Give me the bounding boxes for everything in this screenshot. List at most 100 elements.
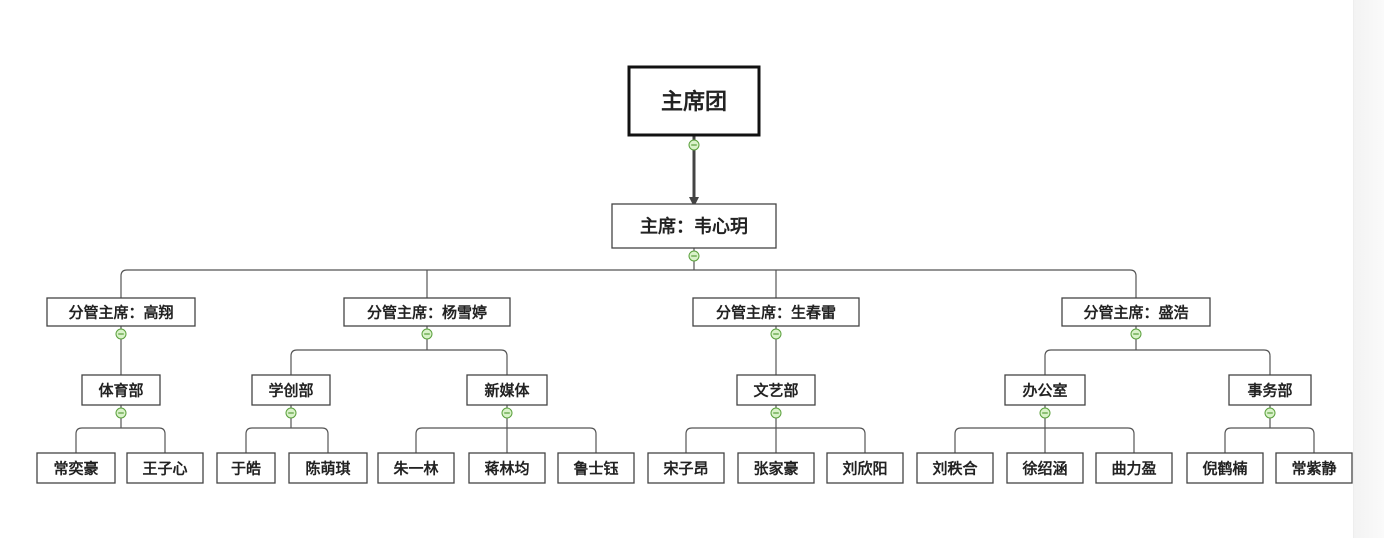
group-node-2[interactable]: 分管主席：生春雷 — [692, 297, 860, 327]
member-node-box — [1275, 452, 1353, 484]
dept-node-3-1[interactable]: 事务部 — [1228, 374, 1312, 406]
member-node[interactable]: 刘欣阳 — [826, 452, 904, 484]
dept-node-1-1[interactable]: 新媒体 — [466, 374, 548, 406]
dept-collapse-toggle-2-0[interactable] — [770, 407, 782, 419]
dept-node-0-0-box — [81, 374, 161, 406]
collapse-toggle-layer — [115, 139, 1276, 419]
member-node-label: 刘欣阳 — [842, 459, 887, 477]
member-node[interactable]: 徐绍涵 — [1006, 452, 1084, 484]
member-node-label: 倪鹤楠 — [1202, 459, 1247, 477]
group-collapse-toggle-2[interactable] — [770, 328, 782, 340]
dept-node-3-1-box — [1228, 374, 1312, 406]
dept-node-3-0[interactable]: 办公室 — [1004, 374, 1086, 406]
dept-collapse-toggle-1-1[interactable] — [501, 407, 513, 419]
member-node-box — [126, 452, 204, 484]
chair-collapse-toggle[interactable] — [688, 250, 700, 262]
group-collapse-toggle-0[interactable] — [115, 328, 127, 340]
root-collapse-toggle[interactable] — [688, 139, 700, 151]
dept-node-3-1-label: 事务部 — [1247, 381, 1292, 399]
member-node-box — [916, 452, 994, 484]
member-node[interactable]: 刘秩合 — [916, 452, 994, 484]
chair-node-label: 主席：韦心玥 — [640, 215, 748, 237]
dept-1-1-to-member-lines — [415, 427, 597, 453]
dept-node-2-0[interactable]: 文艺部 — [736, 374, 816, 406]
group-node-2-label: 分管主席：生春雷 — [716, 303, 836, 321]
member-node[interactable]: 王子心 — [126, 452, 204, 484]
chair-to-groups-bracket — [120, 269, 1137, 298]
member-node-label: 蒋林均 — [484, 459, 529, 477]
root-node-box — [627, 65, 761, 137]
group-3-to-dept-lines — [1044, 349, 1271, 375]
member-node[interactable]: 常紫静 — [1275, 452, 1353, 484]
member-node[interactable]: 于皓 — [216, 452, 276, 484]
group-node-1[interactable]: 分管主席：杨雪婷 — [343, 297, 511, 327]
group-node-2-box — [692, 297, 860, 327]
member-node-box — [647, 452, 725, 484]
member-node-label: 常奕豪 — [53, 459, 98, 477]
member-node-box — [468, 452, 546, 484]
member-node[interactable]: 常奕豪 — [36, 452, 116, 484]
member-node[interactable]: 朱一林 — [377, 452, 455, 484]
group-node-1-label: 分管主席：杨雪婷 — [367, 303, 487, 321]
dept-3-1-to-member-lines — [1224, 427, 1315, 453]
member-node-box — [1095, 452, 1173, 484]
member-node[interactable]: 张家豪 — [737, 452, 815, 484]
dept-node-3-0-box — [1004, 374, 1086, 406]
group-node-1-box — [343, 297, 511, 327]
member-node-box — [36, 452, 116, 484]
group-node-0[interactable]: 分管主席：高翔 — [46, 297, 196, 327]
group-node-0-box — [46, 297, 196, 327]
dept-node-3-0-label: 办公室 — [1022, 381, 1067, 399]
dept-node-1-0-box — [251, 374, 331, 406]
dept-node-1-1-label: 新媒体 — [484, 381, 530, 399]
member-node[interactable]: 倪鹤楠 — [1186, 452, 1264, 484]
member-node-box — [826, 452, 904, 484]
group-node-3-box — [1061, 297, 1211, 327]
member-node-box — [377, 452, 455, 484]
dept-node-2-0-box — [736, 374, 816, 406]
member-node[interactable]: 鲁士钰 — [557, 452, 635, 484]
group-node-0-label: 分管主席：高翔 — [68, 303, 173, 321]
member-node-box — [1006, 452, 1084, 484]
group-1-to-dept-lines — [290, 349, 508, 375]
root-node[interactable]: 主席团 — [627, 65, 761, 137]
member-node-label: 曲力盈 — [1111, 459, 1156, 477]
member-node-label: 朱一林 — [393, 459, 439, 477]
member-node[interactable]: 陈萌琪 — [288, 452, 368, 484]
member-node-label: 于皓 — [231, 459, 261, 477]
member-node[interactable]: 曲力盈 — [1095, 452, 1173, 484]
dept-node-1-1-box — [466, 374, 548, 406]
dept-collapse-toggle-1-0[interactable] — [285, 407, 297, 419]
group-node-3[interactable]: 分管主席：盛浩 — [1061, 297, 1211, 327]
dept-collapse-toggle-0-0[interactable] — [115, 407, 127, 419]
chair-node-box — [611, 203, 777, 249]
dept-node-2-0-label: 文艺部 — [753, 381, 798, 399]
group-collapse-toggle-1[interactable] — [421, 328, 433, 340]
vertical-scrollbar[interactable] — [1353, 0, 1384, 538]
member-node-label: 张家豪 — [753, 459, 798, 477]
dept-node-1-0-label: 学创部 — [268, 381, 313, 399]
member-node-label: 常紫静 — [1291, 459, 1336, 477]
member-node-box — [557, 452, 635, 484]
dept-collapse-toggle-3-0[interactable] — [1039, 407, 1051, 419]
member-node-label: 王子心 — [142, 459, 187, 477]
dept-1-0-to-member-lines — [245, 427, 329, 453]
member-node-box — [1186, 452, 1264, 484]
group-node-3-label: 分管主席：盛浩 — [1083, 303, 1188, 321]
dept-node-1-0[interactable]: 学创部 — [251, 374, 331, 406]
member-node-label: 宋子昂 — [662, 459, 708, 477]
member-node[interactable]: 蒋林均 — [468, 452, 546, 484]
member-node-label: 陈萌琪 — [305, 459, 350, 477]
group-collapse-toggle-3[interactable] — [1130, 328, 1142, 340]
dept-collapse-toggle-3-1[interactable] — [1264, 407, 1276, 419]
dept-node-0-0[interactable]: 体育部 — [81, 374, 161, 406]
member-node-label: 鲁士钰 — [573, 459, 618, 477]
member-node-label: 徐绍涵 — [1021, 459, 1067, 477]
root-node-label: 主席团 — [661, 89, 727, 115]
member-node-box — [216, 452, 276, 484]
chair-node[interactable]: 主席：韦心玥 — [611, 203, 777, 249]
member-node-box — [737, 452, 815, 484]
member-node[interactable]: 宋子昂 — [647, 452, 725, 484]
